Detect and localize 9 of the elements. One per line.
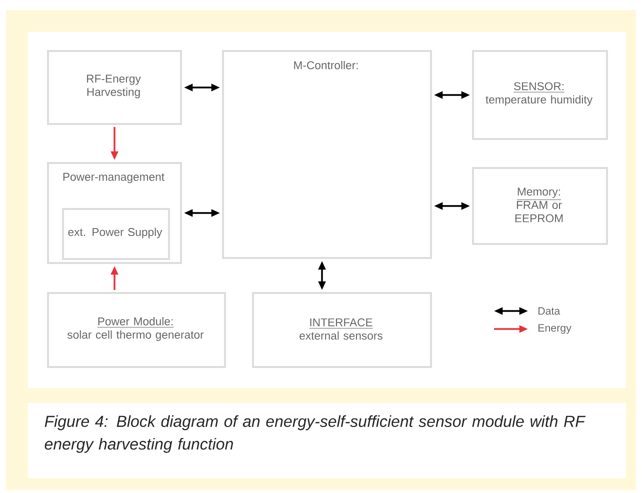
caption: Figure 4: Block diagram of an energy-self-sufficient sensor module with RF energy harvesting function [28,403,626,478]
block-box: Memory: FRAM or EEPROM [472,167,608,245]
block-box: SENSOR: temperature humidity [472,50,608,140]
block-box: Power Module: solar cell thermo generator [47,292,226,368]
legend-item: Energy [494,324,572,334]
block-box: M-Controller: [222,50,432,259]
block-box: RF-Energy Harvesting [47,50,182,125]
block-box: ext. Power Supply [62,208,170,260]
block-box: INTERFACE external sensors [252,292,432,368]
